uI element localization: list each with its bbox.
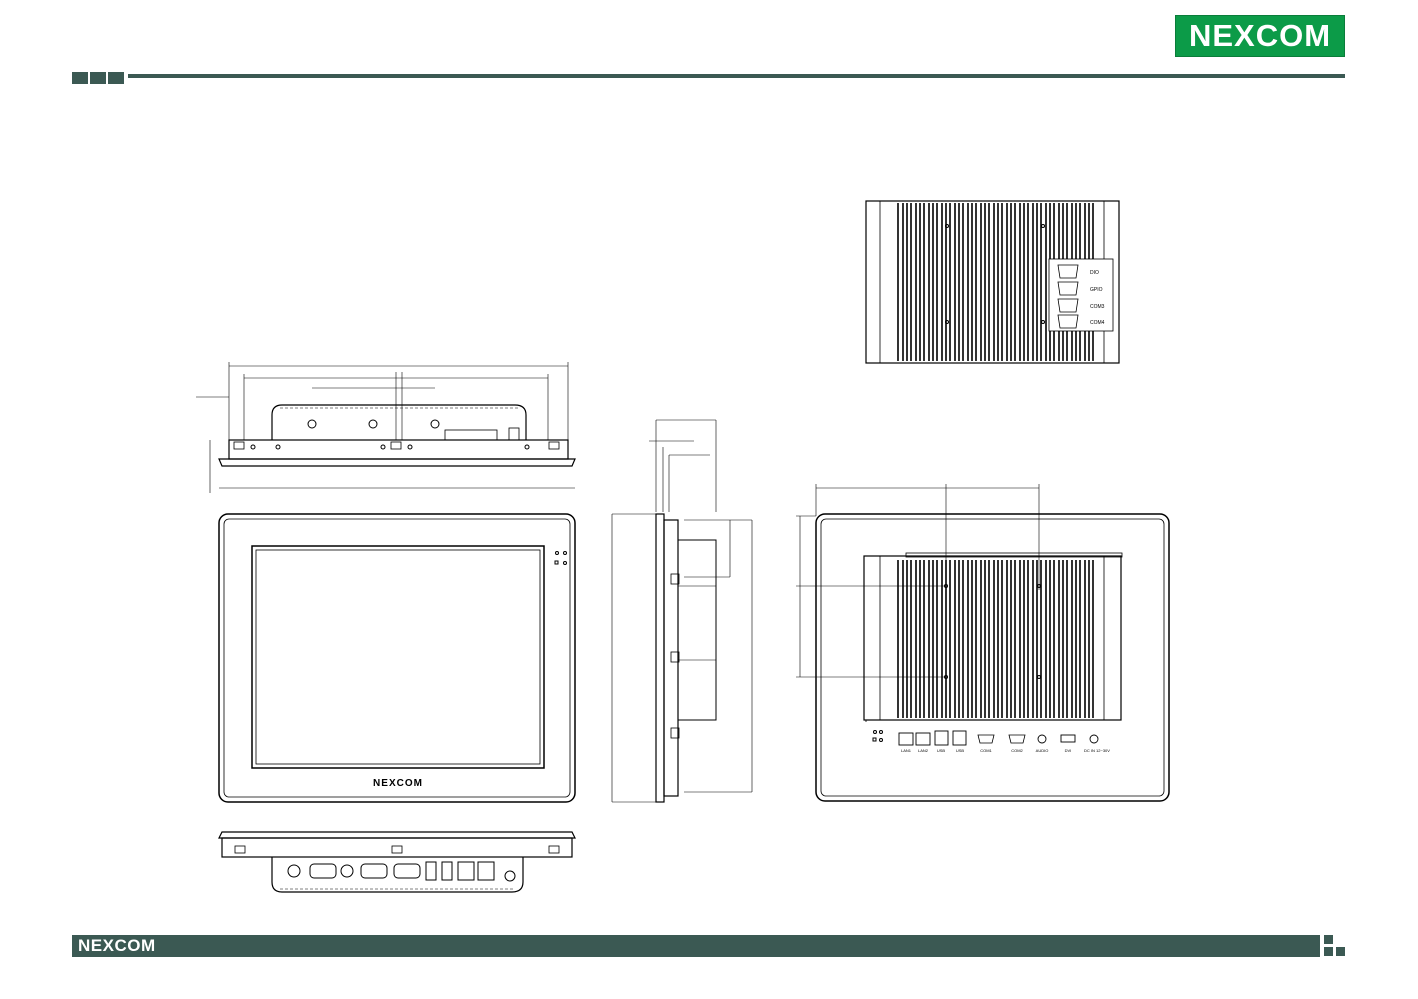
top-view xyxy=(196,362,575,493)
footer-bar: NEXCOM xyxy=(72,935,1320,957)
plate-label-gpio: GPIO xyxy=(1090,287,1103,293)
port-label-dvi: DVI xyxy=(1065,748,1072,753)
port-label-usb-1: USB xyxy=(937,748,946,753)
rear-view xyxy=(796,484,1169,801)
plate-label-com3: COM3 xyxy=(1090,304,1105,310)
plate-label-com4: COM4 xyxy=(1090,320,1105,326)
bottom-view xyxy=(219,832,575,892)
footer-logo: NEXCOM xyxy=(78,935,156,957)
side-view xyxy=(612,420,752,802)
port-label-com1: COM1 xyxy=(980,748,992,753)
port-label-lan1: LAN1 xyxy=(901,748,912,753)
plate-label-dio: DIO xyxy=(1090,270,1099,276)
port-label-lan2: LAN2 xyxy=(918,748,929,753)
front-view xyxy=(219,514,575,802)
footer-square-1 xyxy=(1324,935,1333,944)
port-label-com2: COM2 xyxy=(1011,748,1023,753)
footer-square-3 xyxy=(1336,947,1345,956)
port-label-dc-in: DC IN 12~30V xyxy=(1084,748,1110,753)
front-bezel-logo: NEXCOM xyxy=(373,778,423,789)
connector-plate xyxy=(866,201,1119,363)
port-label-usb-2: USB xyxy=(956,748,965,753)
footer-square-2 xyxy=(1324,947,1333,956)
port-label-audio: AUDIO xyxy=(1036,748,1049,753)
